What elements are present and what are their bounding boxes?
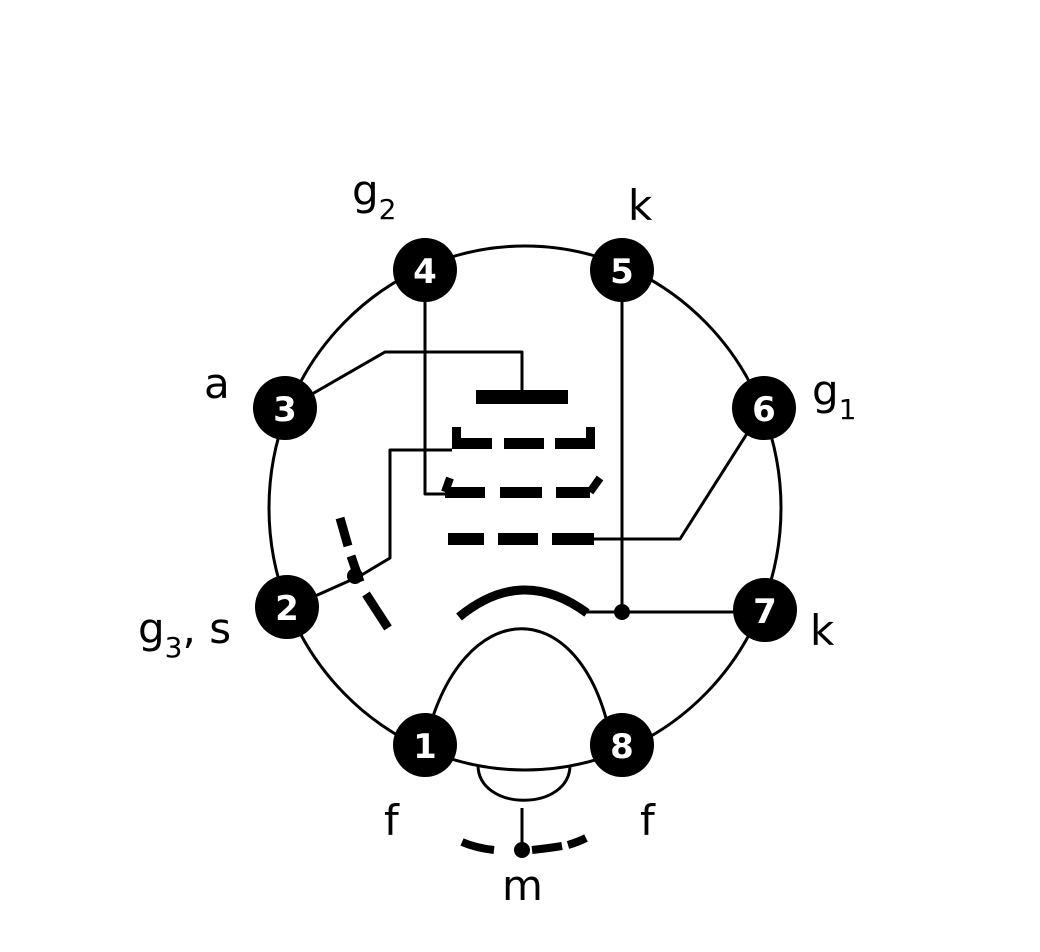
cathode-junction-dot (614, 604, 630, 620)
center-tap-label: m (502, 861, 543, 910)
pin-number: 1 (413, 727, 437, 767)
pin-1-label: f (384, 796, 400, 845)
pin-number: 7 (753, 592, 777, 632)
pin-6: 6 (732, 376, 796, 440)
pin-number: 5 (610, 252, 634, 292)
pin-8-label: f (640, 796, 656, 845)
control-lead (594, 409, 764, 541)
pin-1: 1 (393, 713, 457, 777)
pin-number: 2 (275, 589, 299, 629)
pin-number: 6 (752, 390, 776, 430)
pin-number: 4 (413, 252, 437, 292)
pin-number: 8 (610, 727, 634, 767)
heater-loop (476, 764, 572, 802)
pin-5-label: k (628, 181, 653, 230)
pin-2: 2 (255, 575, 319, 639)
anode-lead (292, 350, 524, 407)
center-tap-dot (514, 842, 530, 858)
pin-3-label: a (204, 359, 230, 408)
pin-3: 3 (253, 376, 317, 440)
pin-4-label: g2 (352, 166, 397, 226)
pin-6-label: g1 (812, 366, 857, 426)
heater-filament (423, 627, 614, 746)
center-tap-arc (460, 834, 588, 854)
pin-8: 8 (590, 713, 654, 777)
pin-2-label: g3, s (138, 604, 231, 664)
pin-7: 7 (733, 578, 797, 642)
anode-plate (476, 390, 568, 404)
pin-4: 4 (393, 238, 457, 302)
pin-5: 5 (590, 238, 654, 302)
cathode (456, 585, 590, 621)
screen-lead (423, 272, 445, 496)
pin-7-label: k (810, 606, 835, 655)
suppressor-grid (452, 427, 595, 449)
envelope-circle (267, 244, 783, 772)
pin-number: 3 (273, 390, 297, 430)
screen-grid (441, 475, 604, 498)
shield-junction-dot (347, 568, 363, 584)
suppressor-lead (294, 448, 452, 607)
control-grid (448, 533, 594, 545)
